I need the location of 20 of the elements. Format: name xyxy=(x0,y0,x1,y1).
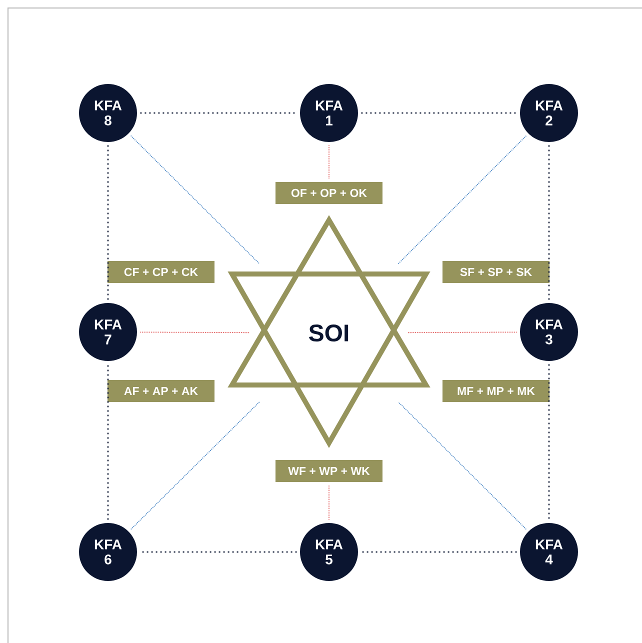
dotted-line xyxy=(398,135,527,264)
dotted-line xyxy=(361,112,517,114)
dotted-line xyxy=(140,112,297,114)
dotted-line xyxy=(107,145,109,300)
formula-tag: MF + MP + MK xyxy=(442,380,550,402)
dotted-line xyxy=(548,364,550,520)
dotted-line xyxy=(130,402,260,530)
formula-tag: OF + OP + OK xyxy=(276,182,382,204)
dotted-line xyxy=(328,144,330,180)
formula-tag: SF + SP + SK xyxy=(442,261,550,283)
formula-tag: CF + CP + CK xyxy=(108,261,214,283)
dotted-line xyxy=(361,551,517,553)
dotted-line xyxy=(398,402,527,530)
dotted-line xyxy=(140,551,297,553)
dotted-line xyxy=(328,484,330,520)
dotted-line xyxy=(548,145,550,300)
dotted-line xyxy=(107,364,109,520)
formula-tag: WF + WP + WK xyxy=(276,460,382,482)
formula-tag: AF + AP + AK xyxy=(108,380,214,402)
dotted-line xyxy=(130,135,260,264)
